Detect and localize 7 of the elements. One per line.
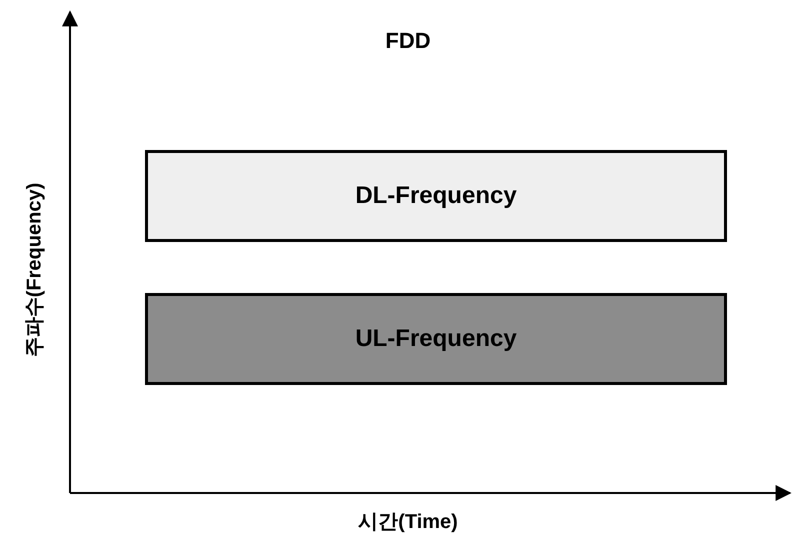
band-label: UL-Frequency	[355, 325, 517, 353]
band-label: DL-Frequency	[355, 182, 517, 210]
diagram-title: FDD	[385, 28, 431, 54]
frequency-band	[145, 150, 727, 242]
x-axis-label: 시간(Time)	[358, 510, 458, 535]
y-axis-label: 주파수(Frequency)	[22, 182, 46, 358]
frequency-band	[145, 293, 727, 385]
